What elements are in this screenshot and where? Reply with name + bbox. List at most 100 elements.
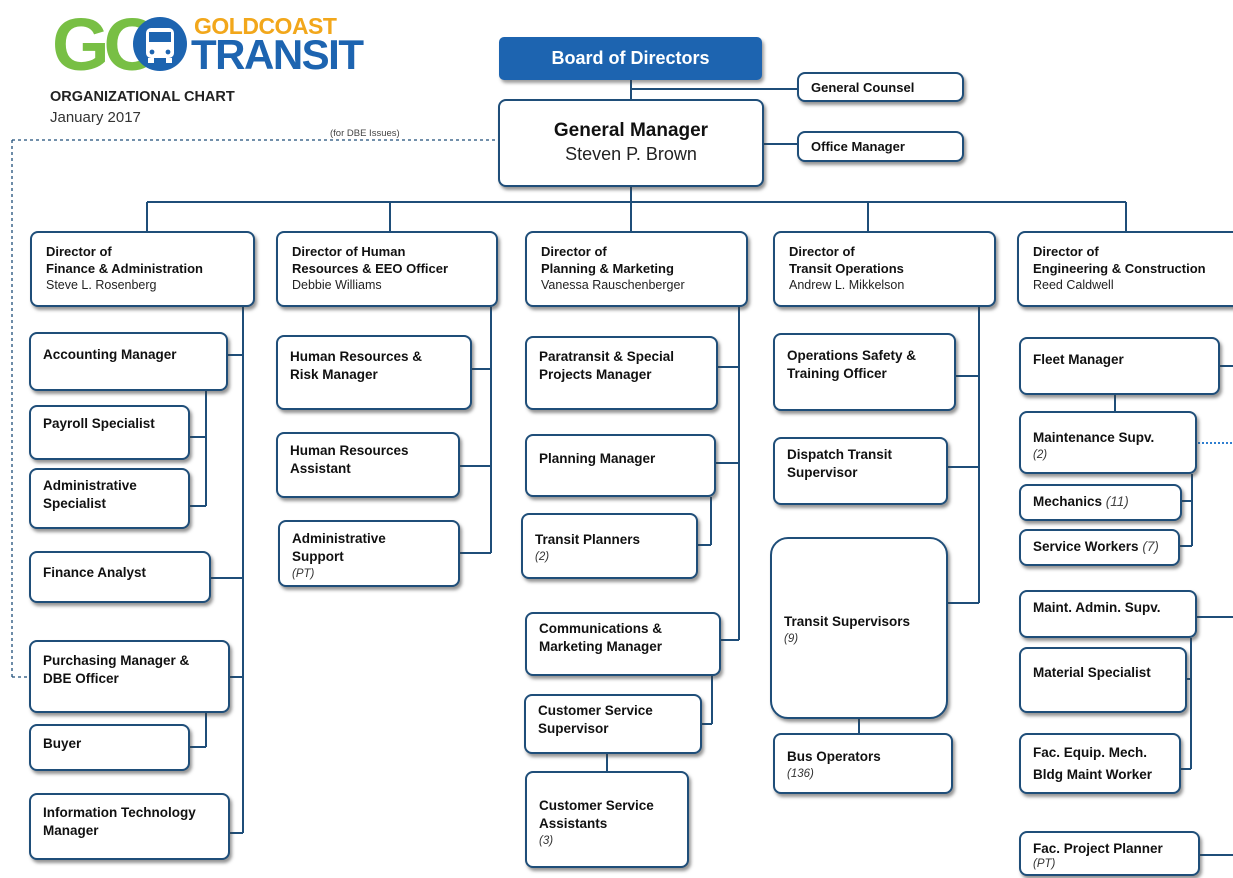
position-title: Customer Service Assistants bbox=[539, 798, 654, 831]
position-title: Mechanics (11) bbox=[1033, 493, 1168, 511]
communications-marketing-manager-box: Communications & Marketing Manager bbox=[525, 612, 721, 676]
dispatch-supervisor-box: Dispatch Transit Supervisor bbox=[773, 437, 948, 505]
office-manager-label: Office Manager bbox=[811, 139, 905, 154]
general-manager-box: General Manager Steven P. Brown bbox=[498, 99, 764, 187]
position-title: Communications & Marketing Manager bbox=[539, 621, 663, 654]
position-title: Paratransit & Special Projects Manager bbox=[539, 349, 675, 382]
position-title: Human Resources & Risk Manager bbox=[290, 349, 423, 382]
director-title: Director of Engineering & Construction bbox=[1033, 244, 1206, 276]
position-title: Accounting Manager bbox=[43, 347, 177, 362]
maint-admin-supv-box: Maint. Admin. Supv. bbox=[1019, 590, 1197, 638]
director-name: Vanessa Rauschenberger bbox=[541, 278, 685, 292]
bus-icon bbox=[133, 17, 187, 71]
position-title: Finance Analyst bbox=[43, 565, 147, 580]
paratransit-manager-box: Paratransit & Special Projects Manager bbox=[525, 336, 718, 410]
position-count: (2) bbox=[535, 551, 550, 563]
position-title: Operations Safety & Training Officer bbox=[787, 348, 917, 381]
operations-safety-officer-box: Operations Safety & Training Officer bbox=[773, 333, 956, 411]
administrative-specialist-box: Administrative Specialist bbox=[29, 468, 190, 529]
position-title: Maint. Admin. Supv. bbox=[1033, 600, 1161, 615]
fleet-manager-box: Fleet Manager bbox=[1019, 337, 1220, 395]
director-name: Andrew L. Mikkelson bbox=[789, 278, 905, 292]
logo-goldcoast-text: GOLDCOAST bbox=[194, 13, 337, 39]
finance-analyst-box: Finance Analyst bbox=[29, 551, 211, 603]
board-of-directors-box: Board of Directors bbox=[499, 37, 762, 80]
dbe-issues-note: (for DBE Issues) bbox=[330, 128, 400, 139]
position-title: Transit Supervisors bbox=[784, 614, 911, 629]
bldg-maint-worker-label: Bldg Maint Worker bbox=[1033, 767, 1153, 782]
director-name: Steve L. Rosenberg bbox=[46, 278, 157, 292]
position-title: Fac. Project Planner bbox=[1033, 841, 1163, 856]
position-title: Purchasing Manager & DBE Officer bbox=[43, 653, 190, 686]
position-title: Fleet Manager bbox=[1033, 352, 1124, 367]
customer-service-assistants-box: Customer Service Assistants (3) bbox=[525, 771, 689, 868]
planning-manager-box: Planning Manager bbox=[525, 434, 716, 497]
position-title: Planning Manager bbox=[539, 451, 656, 466]
position-title: Administrative Support bbox=[292, 531, 386, 564]
accounting-manager-box: Accounting Manager bbox=[29, 332, 228, 391]
bus-operators-box: Bus Operators (136) bbox=[773, 733, 953, 794]
director-name: Reed Caldwell bbox=[1033, 278, 1114, 292]
position-count: (PT) bbox=[292, 568, 315, 580]
position-title: Service Workers (7) bbox=[1033, 538, 1166, 556]
director-title: Director of Transit Operations bbox=[789, 244, 904, 276]
fac-equip-mech-label: Fac. Equip. Mech. bbox=[1033, 745, 1148, 760]
administrative-support-box: Administrative Support (PT) bbox=[278, 520, 460, 587]
logo-transit-text: TRANSIT bbox=[191, 31, 364, 78]
director-name: Debbie Williams bbox=[292, 278, 382, 292]
position-count: (11) bbox=[1105, 494, 1129, 509]
general-manager-name: Steven P. Brown bbox=[565, 144, 697, 164]
position-title: Dispatch Transit Supervisor bbox=[787, 447, 893, 480]
position-title: Human Resources Assistant bbox=[290, 443, 409, 476]
buyer-box: Buyer bbox=[29, 724, 190, 771]
mechanics-box: Mechanics (11) bbox=[1019, 484, 1182, 521]
general-counsel-box: General Counsel bbox=[797, 72, 964, 102]
hr-assistant-box: Human Resources Assistant bbox=[276, 432, 460, 498]
director-finance-box: Director of Finance & Administration Ste… bbox=[30, 231, 255, 307]
position-title: Buyer bbox=[43, 736, 82, 751]
director-title: Director of Planning & Marketing bbox=[541, 244, 674, 276]
chart-title: ORGANIZATIONAL CHART bbox=[50, 89, 235, 105]
position-title: Bus Operators bbox=[787, 749, 881, 764]
general-counsel-label: General Counsel bbox=[811, 80, 915, 95]
maintenance-supv-box: Maintenance Supv. (2) bbox=[1019, 411, 1197, 474]
director-title: Director of Finance & Administration bbox=[46, 244, 203, 276]
it-manager-box: Information Technology Manager bbox=[29, 793, 230, 860]
payroll-specialist-box: Payroll Specialist bbox=[29, 405, 190, 460]
position-count: (2) bbox=[1033, 449, 1048, 461]
position-count: (136) bbox=[787, 768, 814, 780]
director-operations-box: Director of Transit Operations Andrew L.… bbox=[773, 231, 996, 307]
goldcoast-transit-logo: GO bbox=[52, 8, 187, 76]
position-count: (9) bbox=[784, 633, 799, 645]
director-planning-box: Director of Planning & Marketing Vanessa… bbox=[525, 231, 748, 307]
position-title: Information Technology Manager bbox=[43, 805, 196, 838]
director-hr-box: Director of Human Resources & EEO Office… bbox=[276, 231, 498, 307]
material-specialist-box: Material Specialist bbox=[1019, 647, 1187, 713]
director-engineering-box: Director of Engineering & Construction R… bbox=[1017, 231, 1233, 307]
position-count: (7) bbox=[1142, 539, 1159, 554]
office-manager-box: Office Manager bbox=[797, 131, 964, 162]
service-workers-box: Service Workers (7) bbox=[1019, 529, 1180, 566]
position-count: (3) bbox=[539, 835, 554, 847]
transit-planners-box: Transit Planners (2) bbox=[521, 513, 698, 579]
transit-supervisors-box: Transit Supervisors (9) bbox=[770, 537, 948, 719]
purchasing-manager-box: Purchasing Manager & DBE Officer bbox=[29, 640, 230, 713]
position-title: Administrative Specialist bbox=[43, 478, 137, 511]
position-title: Transit Planners bbox=[535, 532, 641, 547]
fac-project-planner-box: Fac. Project Planner (PT) bbox=[1019, 831, 1200, 876]
customer-service-supervisor-box: Customer Service Supervisor bbox=[524, 694, 702, 754]
position-count: (PT) bbox=[1033, 858, 1056, 870]
position-title: Maintenance Supv. bbox=[1033, 430, 1155, 445]
mechanics-label: Mechanics bbox=[1033, 494, 1103, 509]
position-title: Material Specialist bbox=[1033, 665, 1151, 680]
board-label: Board of Directors bbox=[551, 48, 710, 68]
director-title: Director of Human Resources & EEO Office… bbox=[292, 244, 449, 276]
position-title: Payroll Specialist bbox=[43, 416, 155, 431]
position-title: Customer Service Supervisor bbox=[538, 703, 653, 736]
hr-risk-manager-box: Human Resources & Risk Manager bbox=[276, 335, 472, 410]
facilities-maintenance-box: Fac. Equip. Mech. Bldg Maint Worker bbox=[1019, 733, 1181, 794]
service-workers-label: Service Workers bbox=[1033, 539, 1139, 554]
chart-date: January 2017 bbox=[50, 109, 141, 126]
